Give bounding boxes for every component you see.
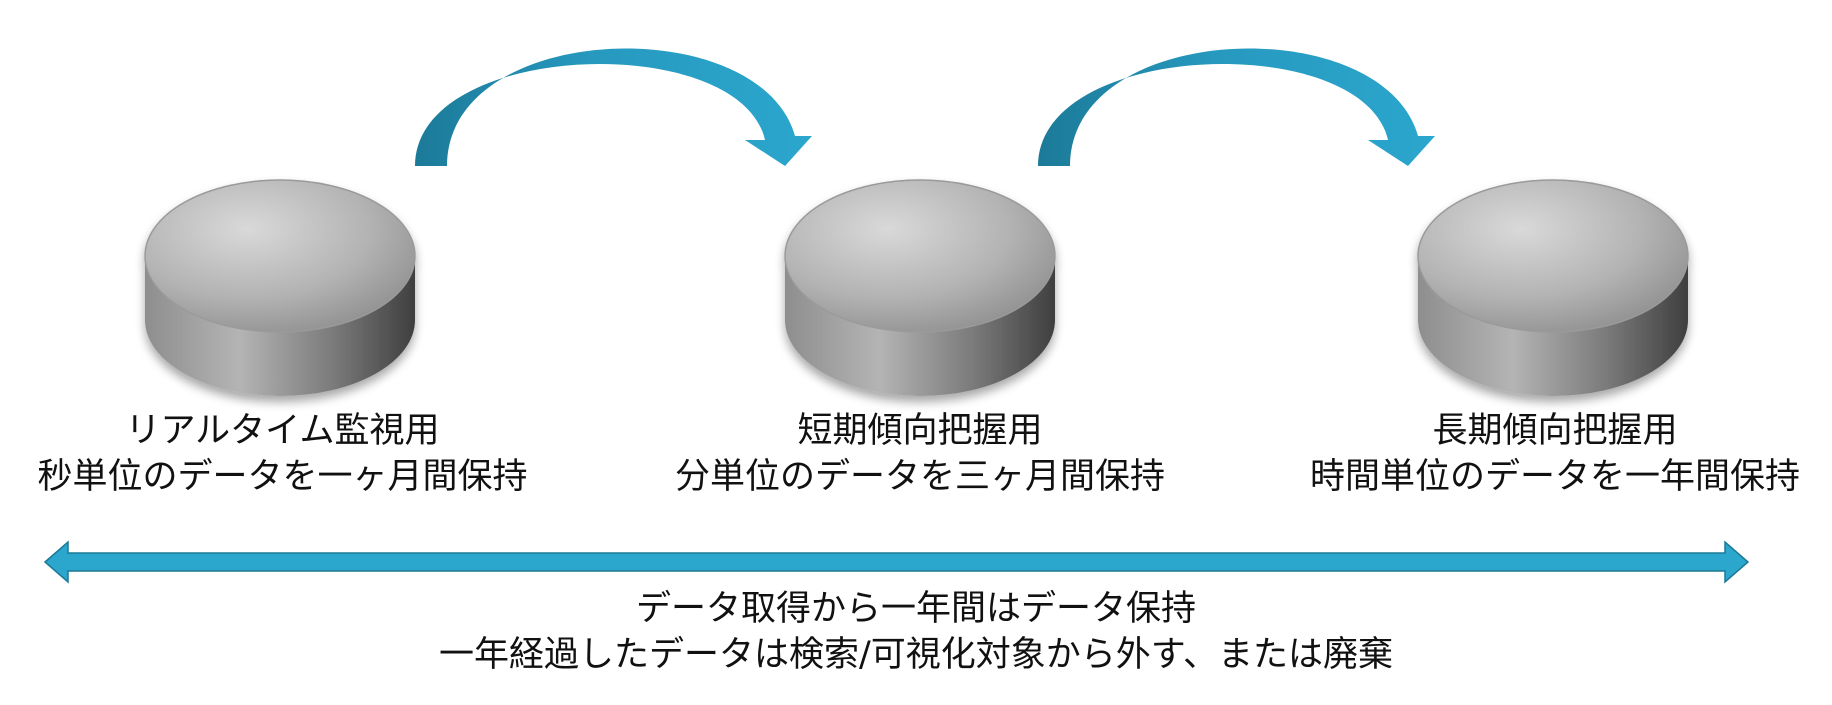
store-retention: 分単位のデータを三ヶ月間保持 — [674, 457, 1165, 497]
database-icon-short-term — [784, 179, 1056, 396]
store-label-short-term: 短期傾向把握用 分単位のデータを三ヶ月間保持 — [650, 408, 1190, 500]
store-retention: 秒単位のデータを一ヶ月間保持 — [37, 457, 528, 497]
store-title: 短期傾向把握用 — [797, 411, 1043, 451]
store-title: 長期傾向把握用 — [1432, 411, 1678, 451]
span-double-arrow — [43, 540, 1750, 584]
flow-arrow-short-term-to-long-term — [1038, 48, 1435, 166]
database-icon-realtime — [144, 179, 416, 396]
database-icon-long-term — [1417, 179, 1689, 396]
store-label-realtime: リアルタイム監視用 秒単位のデータを一ヶ月間保持 — [10, 408, 555, 500]
store-retention: 時間単位のデータを一年間保持 — [1309, 457, 1800, 497]
store-title: リアルタイム監視用 — [125, 411, 440, 451]
policy-line-2: 一年経過したデータは検索/可視化対象から外す、または廃棄 — [439, 635, 1393, 675]
policy-line-1: データ取得から一年間はデータ保持 — [635, 589, 1196, 629]
store-label-long-term: 長期傾向把握用 時間単位のデータを一年間保持 — [1285, 408, 1825, 500]
flow-arrow-realtime-to-short-term — [415, 48, 812, 166]
retention-policy-note: データ取得から一年間はデータ保持 一年経過したデータは検索/可視化対象から外す、… — [300, 586, 1532, 678]
